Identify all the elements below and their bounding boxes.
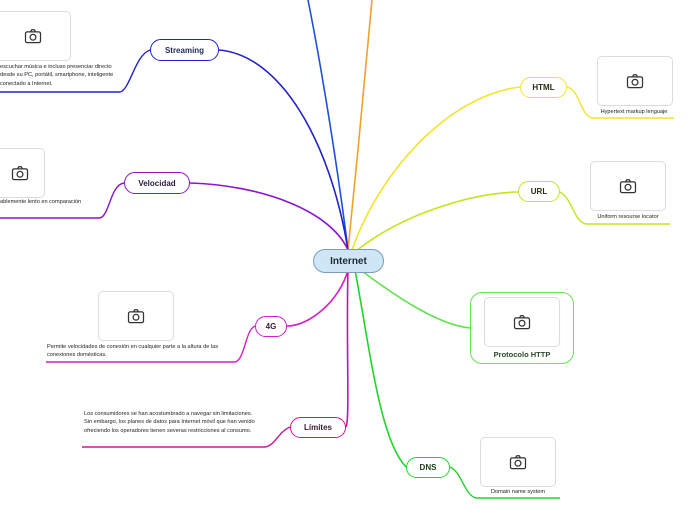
camera-icon [127, 309, 145, 324]
topic-dns[interactable]: DNS [406, 457, 450, 478]
streaming-image [0, 11, 71, 61]
underline-dns [449, 466, 560, 499]
link-4g [286, 269, 349, 327]
topic-limites-label: Límites [303, 423, 332, 432]
topic-velocidad-label: Velocidad [138, 178, 176, 188]
link-dns [354, 269, 407, 468]
topic-http-label: Protocolo HTTP [493, 350, 551, 359]
central-topic-label: Internet [330, 255, 367, 267]
link-top-blue [307, 0, 349, 251]
link-top-orange [347, 0, 373, 251]
topic-url[interactable]: URL [518, 181, 560, 202]
underline-velocidad [0, 182, 125, 219]
topic-streaming-label: Streaming [164, 45, 205, 55]
topic-streaming[interactable]: Streaming [150, 39, 219, 61]
url-note: Uniform resourse locator [597, 214, 659, 220]
html-note: Hypertext markup lenguaje [600, 109, 668, 115]
topic-dns-label: DNS [419, 463, 437, 472]
camera-icon [619, 179, 637, 194]
topic-html-label: HTML [532, 83, 555, 92]
underline-limites [82, 426, 291, 448]
link-streaming [218, 49, 349, 251]
velocidad-note: ablemente lento en comparación [0, 199, 82, 205]
dns-image [480, 437, 556, 487]
link-http [357, 267, 471, 329]
underline-url [559, 191, 670, 225]
html-image [597, 56, 673, 106]
link-html [351, 86, 521, 251]
streaming-note: escuchar música e incluso presenciar dir… [0, 64, 114, 87]
dns-note: Domain name system [490, 489, 546, 495]
http-image [484, 297, 560, 347]
link-velocidad [189, 182, 349, 251]
underline-streaming [0, 49, 151, 93]
camera-icon [513, 315, 531, 330]
url-image [590, 161, 666, 211]
underline-html [566, 86, 674, 119]
link-limites [345, 269, 349, 428]
topic-velocidad[interactable]: Velocidad [124, 172, 190, 194]
4g-image [98, 291, 174, 341]
underline-4g [46, 325, 256, 363]
velocidad-image [0, 148, 45, 198]
camera-icon [24, 29, 41, 44]
topic-url-label: URL [530, 187, 548, 196]
link-url [354, 191, 519, 253]
4g-note: Permite velocidades de conexión en cualq… [47, 344, 219, 359]
camera-icon [626, 74, 644, 89]
limites-note: Los consumidores se han acostumbrado a n… [84, 411, 255, 434]
camera-icon [509, 455, 527, 470]
topic-html[interactable]: HTML [520, 77, 567, 98]
central-topic[interactable]: Internet [313, 249, 384, 273]
topic-limites[interactable]: Límites [290, 417, 346, 438]
topic-4g[interactable]: 4G [255, 316, 287, 337]
topic-4g-label: 4G [265, 322, 277, 331]
camera-icon [11, 166, 28, 181]
